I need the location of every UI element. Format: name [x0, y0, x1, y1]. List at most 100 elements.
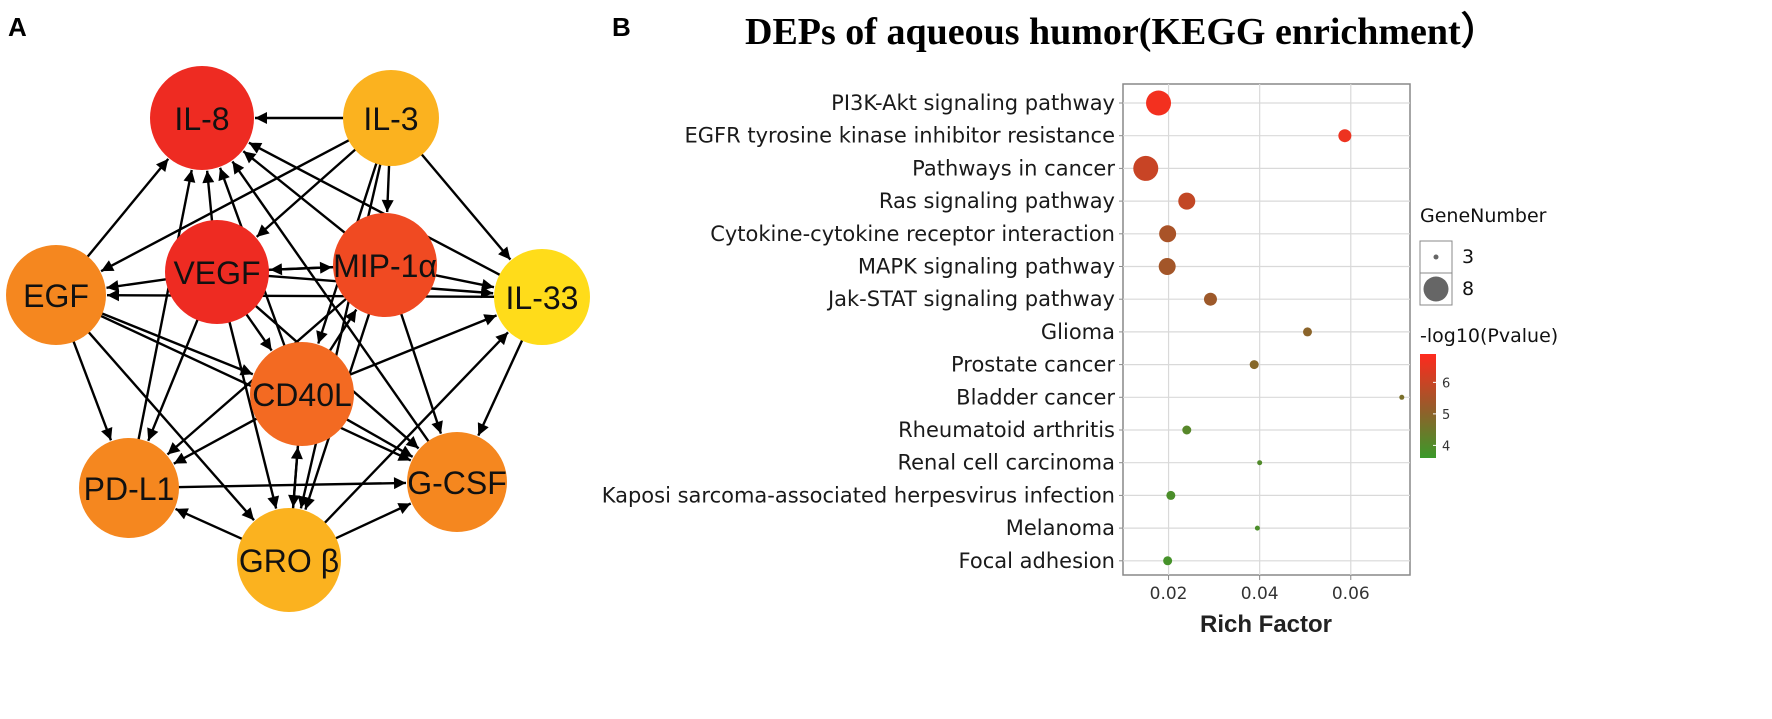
y-tick-label-prostate-cancer: Prostate cancer	[951, 353, 1115, 377]
size-legend-title: GeneNumber	[1420, 205, 1547, 227]
edge-egf-to-cd40l	[98, 311, 254, 376]
node-circle-mip-1a	[333, 213, 437, 317]
y-tick-label-cytokine-cytokine-receptor-interaction: Cytokine-cytokine receptor interaction	[710, 222, 1115, 246]
panel-b-letter: B	[612, 12, 631, 42]
point-ras-signaling-pathway	[1178, 192, 1196, 210]
y-tick-label-pi3k-akt-signaling-pathway: PI3K-Akt signaling pathway	[831, 91, 1115, 115]
node-label-pd-l1: PD-L1	[84, 471, 175, 507]
y-tick-label-kaposi-sarcoma-associated-herpesvirus-infection: Kaposi sarcoma-associated herpesvirus in…	[602, 483, 1115, 507]
point-egfr-tyrosine-kinase-inhibitor-resistance	[1338, 129, 1352, 143]
color-legend-bar	[1420, 354, 1436, 458]
point-glioma	[1303, 327, 1312, 337]
network-edges	[71, 112, 525, 542]
edge-vegf-to-gro	[227, 318, 280, 509]
edge-gro-to-g-csf	[332, 502, 412, 541]
color-legend-tick-label-4: 4	[1442, 439, 1450, 454]
node-circle-egf	[6, 245, 106, 345]
node-label-mip-1a: MIP-1α	[333, 248, 437, 284]
point-renal-cell-carcinoma	[1257, 460, 1263, 466]
x-tick-label-0-06: 0.06	[1332, 584, 1370, 604]
color-legend-ticks: 4 5 6	[1433, 376, 1450, 454]
x-tick-label-0-02: 0.02	[1150, 584, 1188, 604]
y-tick-label-egfr-tyrosine-kinase-inhibitor-resistance: EGFR tyrosine kinase inhibitor resistanc…	[685, 124, 1116, 148]
y-tick-label-pathways-in-cancer: Pathways in cancer	[912, 156, 1115, 180]
edge-gro-to-cd40l	[290, 446, 303, 513]
point-rheumatoid-arthritis	[1182, 425, 1192, 435]
point-pathways-in-cancer	[1133, 155, 1159, 181]
grid-lines	[1123, 84, 1410, 575]
node-il-8: IL-8	[150, 66, 254, 170]
node-circle-il-8	[150, 66, 254, 170]
y-tick-label-ras-signaling-pathway: Ras signaling pathway	[879, 189, 1115, 213]
node-circle-pd-l1	[79, 438, 179, 538]
node-g-csf: G-CSF	[407, 432, 507, 532]
edge-cd40l-to-pd-l1	[173, 415, 261, 465]
node-label-g-csf: G-CSF	[407, 465, 507, 501]
edge-il-3-to-egf	[100, 137, 353, 273]
node-circle-gro	[237, 508, 341, 612]
edge-cd40l-to-g-csf	[343, 416, 414, 458]
node-cd40l: CD40L	[250, 342, 354, 446]
size-legend-label-small: 3	[1462, 246, 1474, 268]
edge-mip-1a-to-il-33	[431, 273, 495, 291]
node-egf: EGF	[6, 245, 106, 345]
size-legend-label-large: 8	[1462, 278, 1474, 300]
size-legend-mark-3	[1433, 254, 1439, 260]
edge-cd40l-to-mip-1a	[326, 308, 358, 355]
node-label-cd40l: CD40L	[252, 377, 352, 413]
y-tick-label-jak-stat-signaling-pathway: Jak-STAT signaling pathway	[826, 287, 1115, 311]
node-circle-il-3	[343, 70, 439, 166]
edge-cd40l-to-il-33	[346, 314, 498, 378]
edge-vegf-to-il-8	[202, 170, 215, 225]
edge-il-33-to-g-csf	[477, 336, 525, 437]
node-label-egf: EGF	[23, 278, 89, 314]
chart-title: DEPs of aqueous humor(KEGG enrichment）	[745, 11, 1499, 53]
color-legend: -log10(Pvalue) 456	[1420, 325, 1558, 458]
point-kaposi-sarcoma-associated-herpesvirus-infection	[1166, 490, 1176, 500]
y-tick-label-melanoma: Melanoma	[1006, 516, 1115, 540]
node-circle-cd40l	[250, 342, 354, 446]
edge-g-csf-to-il-8	[231, 160, 432, 446]
edge-gro-to-il-33	[321, 331, 509, 527]
point-focal-adhesion	[1163, 556, 1173, 566]
edge-vegf-to-cd40l	[243, 310, 273, 352]
color-legend-tick-label-5: 5	[1442, 408, 1450, 423]
node-label-gro: GRO β	[239, 543, 339, 579]
node-circle-vegf	[165, 220, 269, 324]
edge-mip-1a-to-vegf	[269, 263, 338, 276]
point-mapk-signaling-pathway	[1158, 258, 1176, 275]
edge-il-33-to-il-8	[248, 141, 504, 278]
node-il-3: IL-3	[343, 70, 439, 166]
edge-il-3-to-mip-1a	[381, 161, 394, 213]
edge-egf-to-pd-l1	[71, 337, 113, 441]
x-axis-label: Rich Factor	[1200, 611, 1332, 638]
node-label-vegf: VEGF	[173, 255, 260, 291]
point-pi3k-akt-signaling-pathway	[1146, 90, 1172, 116]
size-legend-mark-8	[1423, 276, 1449, 302]
y-tick-label-renal-cell-carcinoma: Renal cell carcinoma	[897, 451, 1115, 475]
point-jak-stat-signaling-pathway	[1203, 292, 1217, 306]
edge-vegf-to-egf	[106, 277, 170, 293]
node-label-il-33: IL-33	[506, 280, 579, 316]
point-bladder-cancer	[1399, 394, 1405, 400]
color-legend-tick-label-6: 6	[1442, 376, 1450, 391]
node-gro: GRO β	[237, 508, 341, 612]
node-circle-il-33	[494, 249, 590, 345]
plot-frame	[1122, 83, 1411, 576]
node-pd-l1: PD-L1	[79, 438, 179, 538]
size-legend: GeneNumber 3 8	[1419, 205, 1547, 306]
edge-vegf-to-pd-l1	[147, 315, 201, 442]
panel-a-letter: A	[8, 12, 27, 42]
node-label-il-8: IL-8	[174, 101, 229, 137]
data-points	[1133, 90, 1405, 566]
y-tick-label-focal-adhesion: Focal adhesion	[959, 549, 1115, 573]
point-melanoma	[1254, 525, 1260, 531]
y-tick-label-mapk-signaling-pathway: MAPK signaling pathway	[858, 255, 1115, 279]
edge-il-3-to-il-33	[418, 150, 512, 261]
node-vegf: VEGF	[165, 220, 269, 324]
point-cytokine-cytokine-receptor-interaction	[1159, 225, 1177, 243]
